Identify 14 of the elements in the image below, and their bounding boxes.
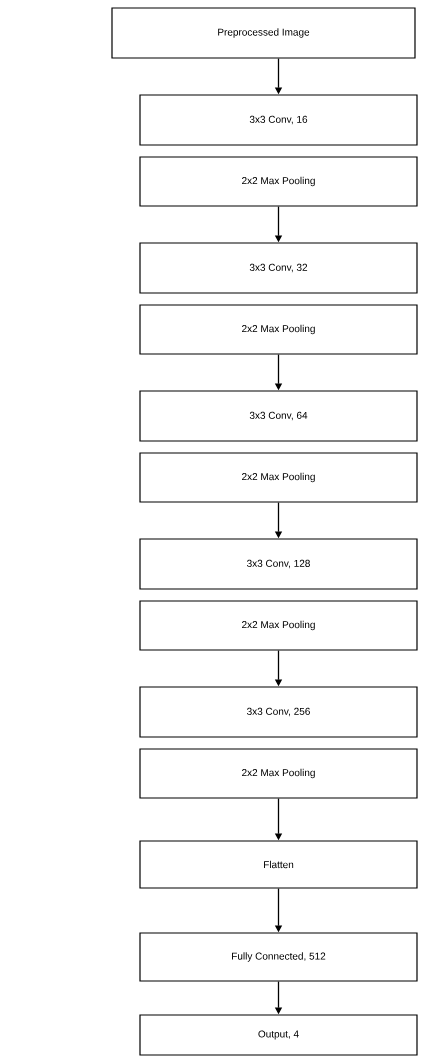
layer-box: 2x2 Max Pooling bbox=[139, 156, 418, 207]
layer-box: Flatten bbox=[139, 840, 418, 889]
layer-box: Output, 4 bbox=[139, 1014, 418, 1056]
layer-box: 2x2 Max Pooling bbox=[139, 452, 418, 503]
layer-box: 3x3 Conv, 32 bbox=[139, 242, 418, 294]
layer-box: 3x3 Conv, 256 bbox=[139, 686, 418, 738]
layer-box: 3x3 Conv, 128 bbox=[139, 538, 418, 590]
layer-box: 3x3 Conv, 64 bbox=[139, 390, 418, 442]
layer-box: 2x2 Max Pooling bbox=[139, 748, 418, 799]
layer-box: 3x3 Conv, 16 bbox=[139, 94, 418, 146]
layer-box: 2x2 Max Pooling bbox=[139, 600, 418, 651]
layer-box: 2x2 Max Pooling bbox=[139, 304, 418, 355]
layer-box: Preprocessed Image bbox=[111, 7, 416, 59]
layer-box: Fully Connected, 512 bbox=[139, 932, 418, 982]
